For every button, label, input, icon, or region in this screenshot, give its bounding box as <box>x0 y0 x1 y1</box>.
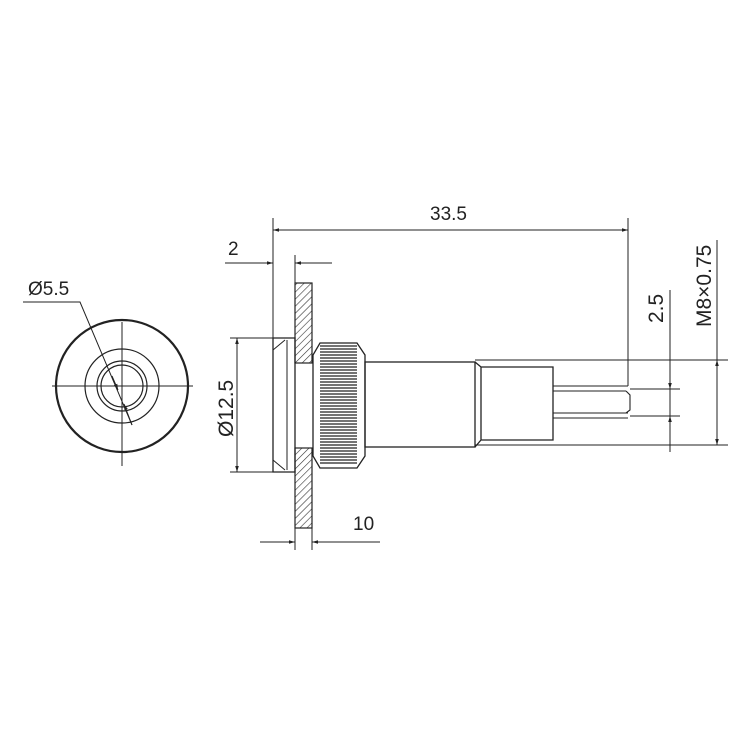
overall-length-label: 33.5 <box>430 204 467 225</box>
front-view: Ø5.5 <box>23 279 193 466</box>
lens-outer-circle <box>96 360 148 412</box>
knurl-texture <box>320 345 357 464</box>
terminal-pins <box>553 385 631 419</box>
knurled-nut <box>312 342 366 469</box>
bezel-thickness-label: 2 <box>228 239 239 260</box>
housing-body <box>364 361 476 448</box>
panel-top-section <box>294 282 313 364</box>
lens-inner-circle <box>100 364 144 408</box>
pin-spacing-label: 2.5 <box>645 294 668 323</box>
bezel-diameter-label: Ø12.5 <box>215 380 238 437</box>
side-view: 33.5 2 Ø12.5 10 2.5 M8×0.75 <box>215 204 728 550</box>
middle-circle <box>84 348 160 424</box>
bezel-chamfer <box>272 339 288 471</box>
thread-label: M8×0.75 <box>693 245 716 327</box>
hex-base <box>474 361 554 448</box>
front-diameter-label: Ø5.5 <box>28 279 69 300</box>
diameter-arrow-bottom <box>123 403 133 426</box>
diameter-arrow-top <box>111 375 119 391</box>
panel-thickness-label: 10 <box>353 514 374 535</box>
panel-bottom-section <box>294 447 313 529</box>
outer-bezel-circle <box>54 318 190 454</box>
bezel <box>272 337 296 473</box>
